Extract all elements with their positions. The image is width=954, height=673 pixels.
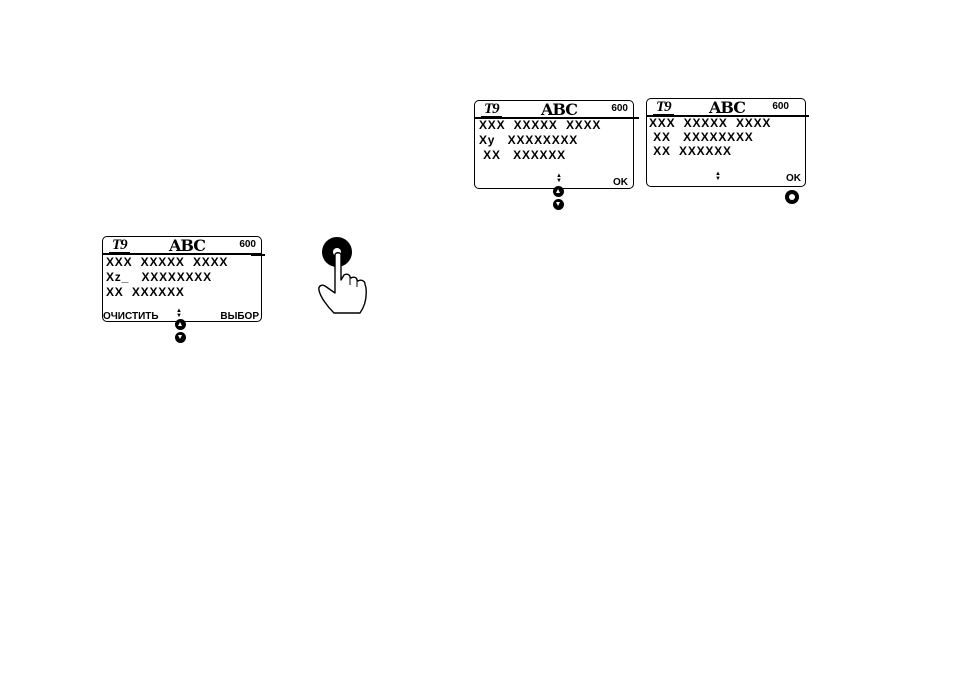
input-mode-indicator: ABC — [169, 236, 205, 255]
text-line-2: Xy XXXXXXXX — [479, 133, 578, 147]
softkey-clear[interactable]: ОЧИСТИТЬ — [103, 311, 159, 322]
text-line-2: XX XXXXXXXX — [649, 130, 754, 144]
ok-key-icon[interactable] — [785, 190, 799, 204]
text-line-1: XXX XXXXX XXXX — [106, 255, 228, 269]
display-line — [251, 254, 265, 256]
text-line-2: Xz_ XXXXXXXX — [106, 270, 212, 284]
nav-down-key-icon[interactable] — [175, 332, 186, 343]
text-line-1: XXX XXXXX XXXX — [479, 118, 601, 132]
t9-indicator: T9 — [656, 99, 671, 116]
softkey-ok[interactable]: OK — [613, 177, 628, 188]
text-line-3: XX XXXXXX — [106, 285, 185, 299]
updown-arrows-icon: ▲▼ — [714, 172, 722, 182]
text-line-3: XX XXXXXX — [479, 148, 566, 162]
nav-down-key-icon[interactable] — [553, 199, 564, 210]
hand-pressing-button-icon — [312, 233, 374, 317]
status-bar: T9 ABC 600 — [475, 101, 633, 119]
t9-indicator: T9 — [112, 237, 127, 254]
nav-up-key-icon[interactable] — [553, 186, 564, 197]
updown-arrows-icon: ▲▼ — [175, 309, 183, 319]
input-mode-indicator: ABC — [541, 100, 577, 119]
updown-arrows-icon: ▲▼ — [555, 174, 563, 184]
softkey-select[interactable]: ВЫБОР — [220, 311, 259, 322]
char-counter: 600 — [611, 103, 628, 114]
phone-screen-nav: T9 ABC 600 XXX XXXXX XXXX Xy XXXXXXXX XX… — [474, 100, 634, 189]
char-counter: 600 — [239, 239, 256, 250]
status-bar: T9 ABC 600 — [647, 99, 805, 117]
text-line-3: XX XXXXXX — [649, 144, 732, 158]
phone-screen-main: T9 ABC 600 XXX XXXXX XXXX Xz_ XXXXXXXX X… — [102, 236, 262, 322]
status-bar: T9 ABC 600 — [103, 237, 261, 255]
phone-screen-ok: T9 ABC 600 XXX XXXXX XXXX XX XXXXXXXX XX… — [646, 98, 806, 187]
t9-indicator: T9 — [484, 101, 499, 118]
text-line-1: XXX XXXXX XXXX — [649, 116, 771, 130]
softkey-ok[interactable]: OK — [786, 173, 801, 184]
display-line — [625, 117, 639, 119]
display-line — [797, 115, 809, 117]
nav-up-key-icon[interactable] — [175, 319, 186, 330]
char-counter: 600 — [772, 101, 789, 112]
input-mode-indicator: ABC — [709, 98, 745, 117]
